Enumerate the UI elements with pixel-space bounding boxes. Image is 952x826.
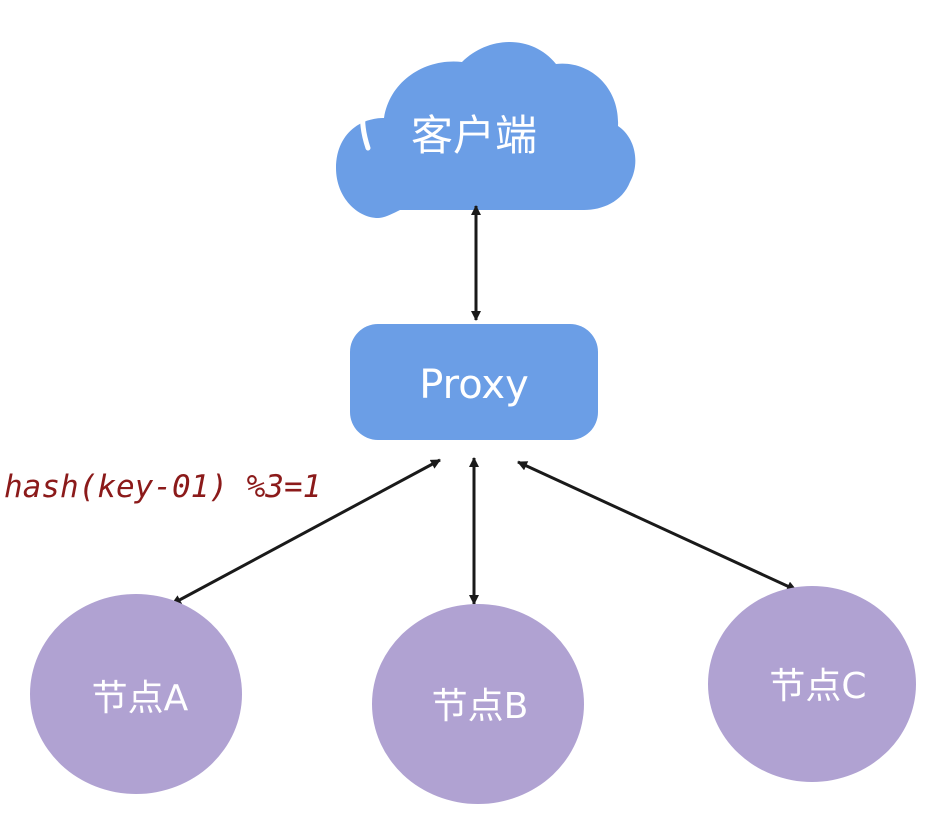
node-c-shape [708,586,916,782]
client-label: 客户端 [411,111,537,160]
node-b-label: 节点B [432,686,529,727]
proxy-shape [350,324,598,440]
node-b: 节点B [372,604,584,804]
node-a: 节点A [30,594,242,794]
node-a-label: 节点A [92,678,189,719]
cloud-highlight [360,79,383,151]
node-c: 节点C [708,586,916,782]
arrow-proxy-node-a [171,458,441,606]
arrow-proxy-node-c [517,460,797,592]
proxy-label: Proxy [419,362,529,408]
node-b-shape [372,604,584,804]
proxy-box: Proxy [350,324,598,440]
node-a-shape [30,594,242,794]
client-cloud: 客户端 [336,42,636,218]
node-c-label: 节点C [769,666,866,707]
cloud-shape [336,42,636,218]
hash-annotation: hash(key-01) %3=1 [4,469,321,505]
